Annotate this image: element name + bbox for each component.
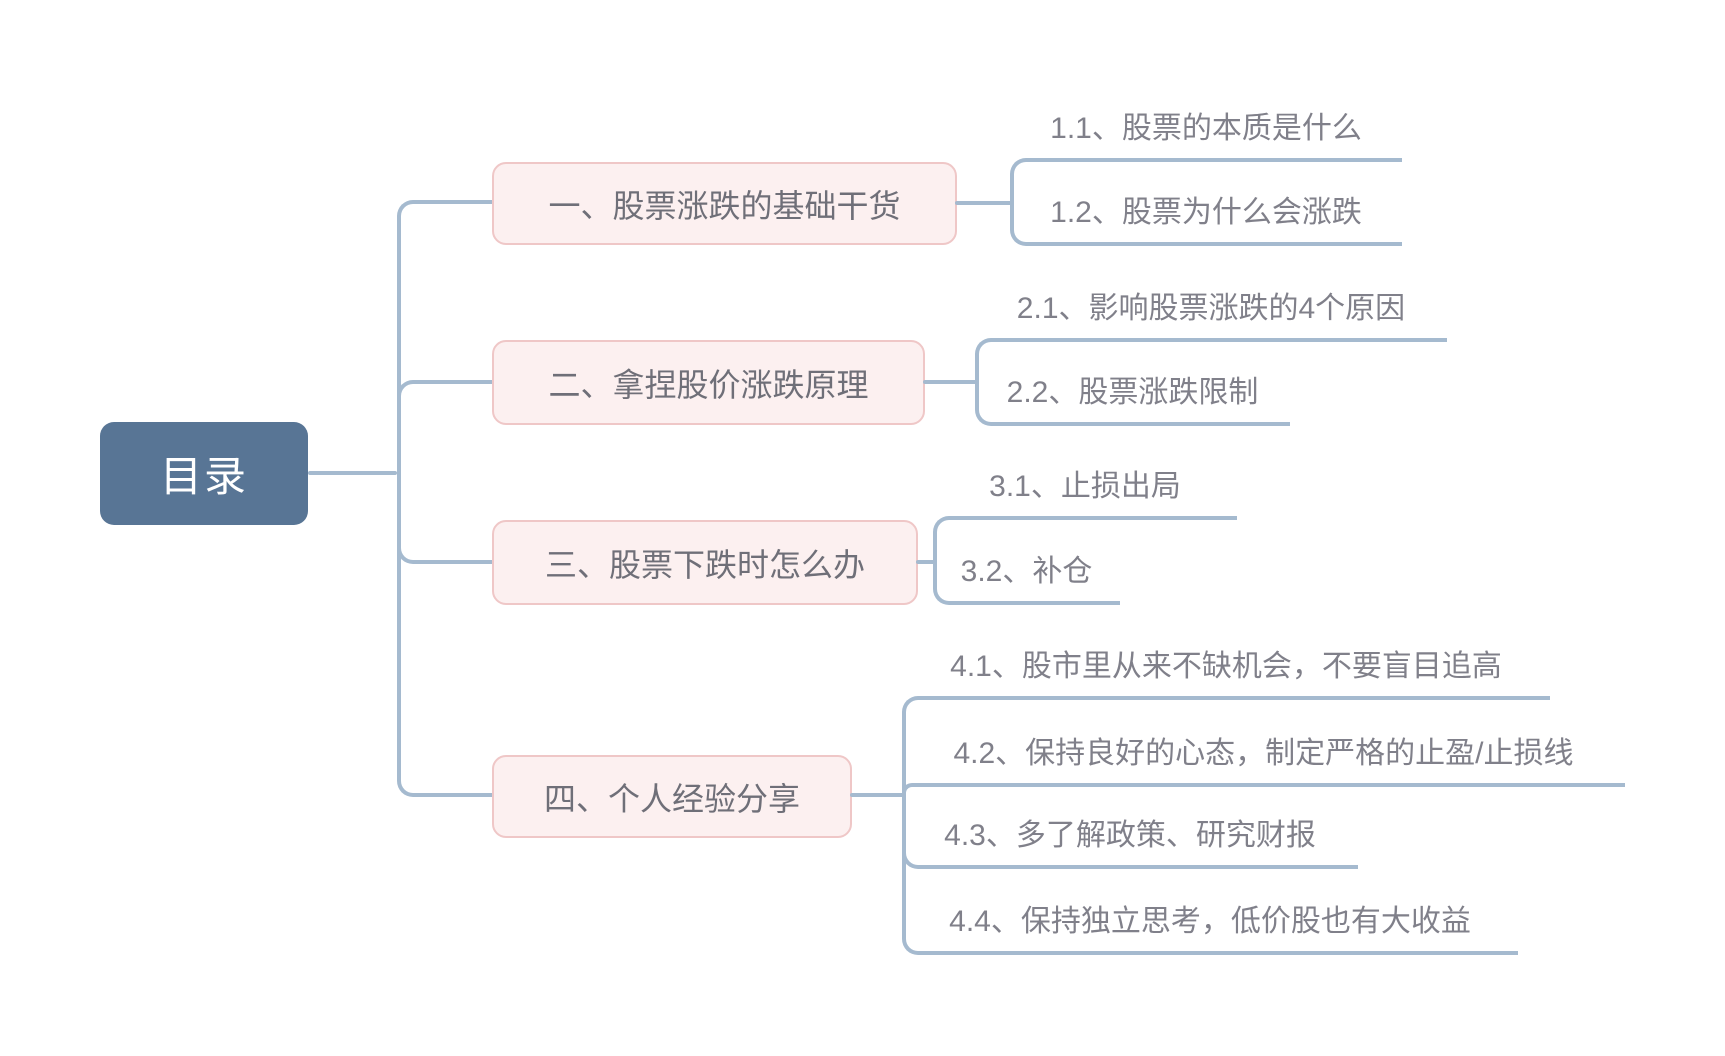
branch-topic-2[interactable]: 二、拿捏股价涨跌原理: [492, 340, 925, 425]
child-topic-2-1[interactable]: 2.1、影响股票涨跌的4个原因: [1016, 292, 1406, 325]
branch-topic-4[interactable]: 四、个人经验分享: [492, 755, 852, 838]
child-topic-4-1[interactable]: 4.1、股市里从来不缺机会，不要盲目追高: [950, 650, 1502, 683]
connector-child-4-4: [902, 793, 1518, 955]
connector-trunk-branch1: [397, 200, 492, 473]
connector-child-3-1: [933, 516, 1237, 566]
child-topic-4-4[interactable]: 4.4、保持独立思考，低价股也有大收益: [949, 905, 1471, 938]
child-topic-2-2[interactable]: 2.2、股票涨跌限制: [1006, 376, 1259, 409]
connector-branch3-children: [916, 560, 937, 564]
connector-root-trunk: [308, 471, 397, 475]
child-topic-3-2[interactable]: 3.2、补仓: [960, 555, 1093, 588]
child-topic-3-1[interactable]: 3.1、止损出局: [989, 470, 1181, 503]
connector-child-3-2: [933, 560, 1120, 605]
connector-child-4-2: [902, 783, 1625, 799]
child-topic-1-2[interactable]: 1.2、股票为什么会涨跌: [1050, 196, 1362, 229]
child-topic-4-2[interactable]: 4.2、保持良好的心态，制定严格的止盈/止损线: [953, 737, 1574, 770]
connector-branch1-children: [955, 201, 1014, 205]
connector-child-2-2: [975, 380, 1290, 426]
connector-branch4-children: [850, 793, 906, 797]
child-topic-1-1[interactable]: 1.1、股票的本质是什么: [1050, 112, 1362, 145]
child-topic-4-3[interactable]: 4.3、多了解政策、研究财报: [944, 819, 1316, 852]
connector-child-2-1: [975, 338, 1447, 386]
connector-branch2-children: [923, 380, 979, 384]
branch-topic-3[interactable]: 三、股票下跌时怎么办: [492, 520, 918, 605]
connector-child-4-1: [902, 696, 1550, 799]
connector-trunk-branch4: [397, 471, 492, 797]
connector-child-1-1: [1010, 158, 1402, 205]
connector-child-1-2: [1010, 201, 1402, 246]
connector-trunk-branch2: [397, 380, 492, 473]
root-node[interactable]: 目录: [100, 422, 308, 525]
branch-topic-1[interactable]: 一、股票涨跌的基础干货: [492, 162, 957, 245]
